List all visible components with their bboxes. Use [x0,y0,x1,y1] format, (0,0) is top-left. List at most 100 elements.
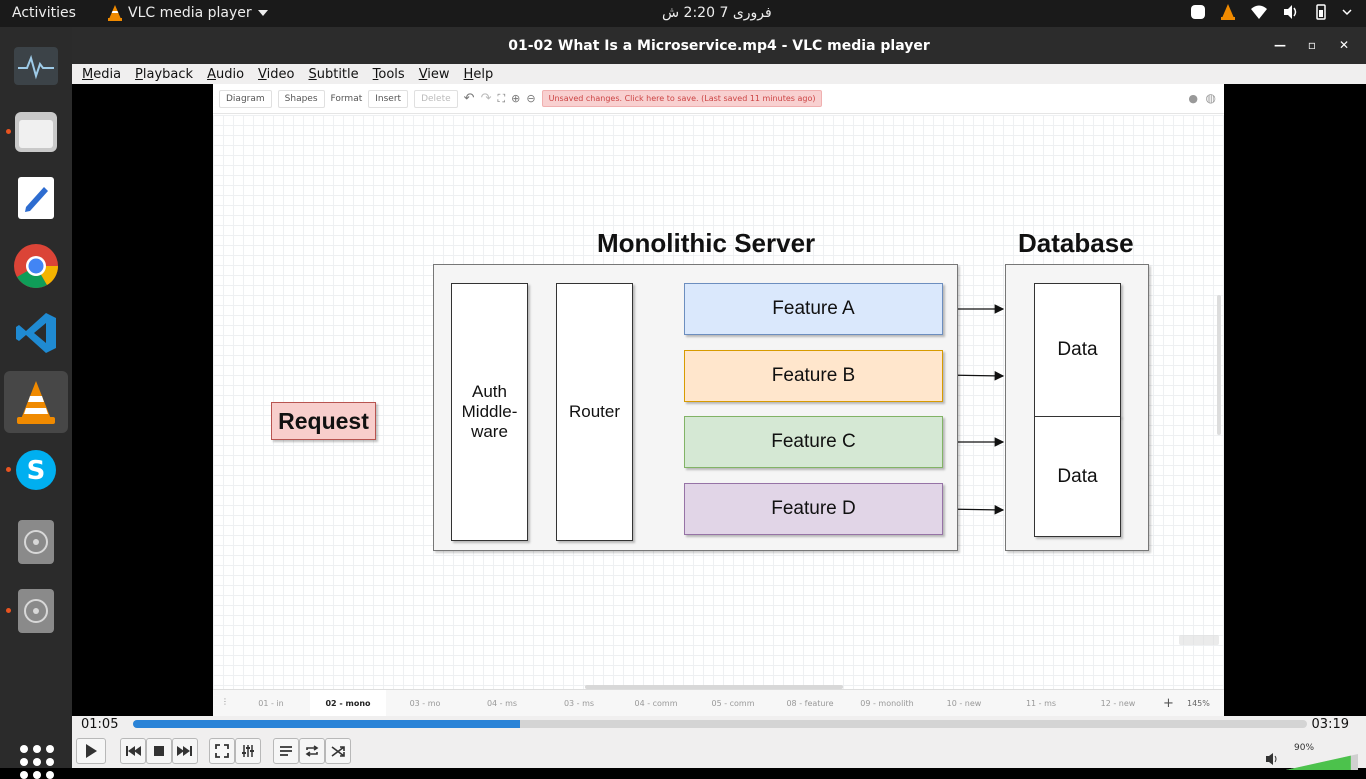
loop-icon [305,745,319,757]
udemy-watermark [1179,635,1219,645]
server-title: Monolithic Server [597,228,816,258]
feature-d-box: Feature D [684,483,943,535]
dock-disc-1[interactable] [4,511,68,573]
page-tab: 04 - comm [634,699,678,708]
dock-system-monitor[interactable] [4,35,68,97]
top-bar: Activities VLC media player فروری 7 2:20… [0,0,1366,27]
dock-skype[interactable]: S [4,439,68,501]
window-title: 01-02 What Is a Microservice.mp4 - VLC m… [508,37,930,54]
vlc-icon [17,381,55,424]
shuffle-button[interactable] [325,738,351,764]
router-box: Router [556,283,633,541]
previous-button[interactable] [120,738,146,764]
vlc-tray-icon [1221,4,1235,20]
total-time: 03:19 [1311,717,1349,732]
playback-controls: 01:05 03:19 [72,716,1366,770]
redo-icon: ↷ [480,91,492,106]
insert-button: Insert [368,89,409,108]
menu-playback[interactable]: Playback [135,66,194,82]
power-menu-icon [1342,9,1352,16]
feature-a-box: Feature A [684,283,943,335]
page-tab: 08 - feature [786,699,834,708]
page-menu-icon: ⋮ [221,697,229,706]
app-menu[interactable]: VLC media player [108,5,268,21]
dock-vlc[interactable] [4,371,68,433]
undo-icon: ↶ [463,91,475,106]
menu-tools[interactable]: Tools [372,66,405,82]
skype-icon: S [16,450,56,490]
volume-percent: 90% [1294,743,1315,753]
running-indicator [6,129,11,134]
fullscreen-button[interactable] [209,738,235,764]
page-tab: 05 - comm [711,699,755,708]
running-indicator [6,467,11,472]
activities-button[interactable]: Activities [12,5,76,21]
delete-button: Delete [414,89,458,108]
close-icon[interactable]: ✕ [1338,38,1350,52]
dock-disc-2[interactable] [4,580,68,642]
user-icon: ● [1188,92,1198,105]
title-bar[interactable]: 01-02 What Is a Microservice.mp4 - VLC m… [72,27,1366,64]
shapes-button: Shapes [277,89,325,108]
running-indicator [6,608,11,613]
system-monitor-icon [14,47,58,85]
clock[interactable]: فروری 7 2:20 ش [662,5,772,21]
menu-subtitle[interactable]: Subtitle [308,66,359,82]
shuffle-icon [331,746,345,757]
volume-level [1286,755,1351,770]
drawio-canvas: Monolithic Server Database Request Auth … [213,115,1224,689]
play-icon [86,744,97,758]
page-tab: 03 - ms [563,699,595,708]
maximize-icon[interactable]: ▫ [1307,38,1317,52]
play-button[interactable] [76,738,106,764]
menu-help[interactable]: Help [463,66,494,82]
auth-middleware-box: Auth Middle- ware [451,283,528,541]
current-time: 01:05 [81,717,119,732]
notification-icon [1191,5,1205,19]
volume-slider[interactable] [1286,754,1358,770]
text-editor-icon [18,177,54,219]
show-applications-icon[interactable] [20,745,54,779]
playlist-icon [280,746,292,756]
menu-view[interactable]: View [418,66,450,82]
page-tab: 10 - new [946,699,982,708]
globe-icon: ◍ [1205,91,1216,105]
svg-text:S: S [27,456,46,486]
previous-icon [126,746,141,756]
next-button[interactable] [172,738,198,764]
database-title: Database [1018,228,1134,258]
dock-text-editor[interactable] [4,167,68,229]
video-area[interactable]: Diagram Shapes Format Insert Delete ↶ ↷ … [72,84,1366,716]
seek-progress [133,720,521,728]
dock-vscode[interactable] [4,302,68,364]
zoom-level: 145% [1187,699,1210,708]
fullscreen-icon: ⛶ [497,91,506,105]
zoom-out-icon: ⊖ [526,92,536,105]
add-page-icon: + [1163,696,1174,711]
page-tab: 11 - ms [1025,699,1057,708]
menu-media[interactable]: Media [82,66,122,82]
menu-video[interactable]: Video [258,66,295,82]
stop-icon [154,746,164,756]
stop-button[interactable] [146,738,172,764]
loop-button[interactable] [299,738,325,764]
vertical-scrollbar [1217,295,1221,435]
request-box: Request [271,402,376,440]
wifi-icon [1251,5,1267,19]
disc-icon [18,589,54,633]
menu-audio[interactable]: Audio [207,66,245,82]
drawio-toolbar: Diagram Shapes Format Insert Delete ↶ ↷ … [213,84,1224,114]
seek-bar[interactable] [133,720,1307,728]
page-tab: 09 - monolith [860,699,914,708]
files-icon [15,112,57,152]
dock-chrome[interactable] [4,235,68,297]
system-tray[interactable] [1190,4,1352,20]
page-tab: 03 - mo [409,699,441,708]
minimize-icon[interactable]: — [1274,38,1286,52]
extended-settings-button[interactable] [235,738,261,764]
dock-files[interactable] [4,100,68,162]
vlc-window: 01-02 What Is a Microservice.mp4 - VLC m… [72,27,1366,770]
speaker-icon[interactable] [1265,752,1281,766]
page-tab-selected: 02 - mono [310,690,386,716]
playlist-button[interactable] [273,738,299,764]
